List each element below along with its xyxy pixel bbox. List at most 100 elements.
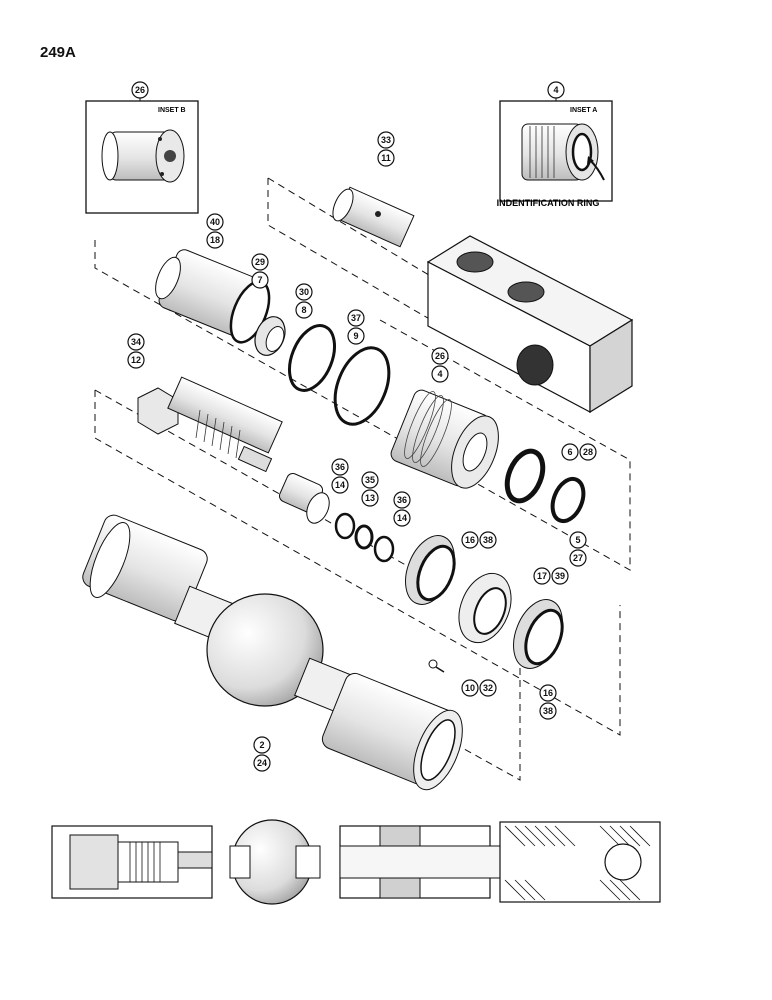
svg-text:16: 16 — [543, 688, 553, 698]
callout-number: 39 — [551, 567, 569, 585]
callout-number: 9 — [347, 327, 365, 345]
callout-number: 2 — [253, 736, 271, 754]
svg-text:5: 5 — [575, 535, 580, 545]
callout-number: 4 — [431, 365, 449, 383]
callout-number: 16 — [461, 531, 479, 549]
callout-number: 38 — [539, 702, 557, 720]
page-title: 249A — [40, 44, 76, 61]
inset-b: INSET B — [85, 90, 199, 214]
svg-text:38: 38 — [483, 535, 493, 545]
callout-number: 26 — [431, 347, 449, 365]
callout-pair: 40 18 — [206, 213, 224, 249]
part-washer-36b — [373, 535, 395, 563]
callout-number: 18 — [206, 231, 224, 249]
svg-text:17: 17 — [537, 571, 547, 581]
svg-text:8: 8 — [301, 305, 306, 315]
svg-text:26: 26 — [135, 85, 145, 95]
svg-text:34: 34 — [131, 337, 141, 347]
svg-text:29: 29 — [255, 257, 265, 267]
part-seal-5 — [550, 476, 586, 524]
part-packing-16b — [513, 599, 564, 669]
callout-number: 38 — [479, 531, 497, 549]
svg-text:24: 24 — [257, 758, 267, 768]
inset-a: INSET A INDENTIFICATION RING — [497, 90, 613, 208]
callout-number: 7 — [251, 271, 269, 289]
callout-number: 14 — [393, 509, 411, 527]
inset-a-gland-drawing — [521, 123, 605, 181]
svg-text:26: 26 — [435, 351, 445, 361]
callout-pair: 34 12 — [127, 333, 145, 369]
part-o-ring-30 — [288, 324, 336, 392]
part-piston-rod — [137, 376, 283, 473]
svg-text:36: 36 — [397, 495, 407, 505]
svg-text:11: 11 — [381, 153, 391, 163]
inset-b-label: INSET B — [158, 107, 186, 114]
svg-text:27: 27 — [573, 553, 583, 563]
part-screw — [428, 659, 445, 673]
part-washer-36a — [334, 512, 356, 540]
svg-text:7: 7 — [257, 275, 262, 285]
callout-number: 33 — [377, 131, 395, 149]
callout-number: 10 — [461, 679, 479, 697]
inset-a-callout: 4 — [547, 81, 565, 99]
inset-b-piston-drawing — [101, 129, 185, 183]
svg-text:4: 4 — [553, 85, 558, 95]
callout-number: 8 — [295, 301, 313, 319]
svg-text:9: 9 — [353, 331, 358, 341]
svg-text:16: 16 — [465, 535, 475, 545]
callout-number: 35 — [361, 471, 379, 489]
callout-pair: 2 24 — [253, 736, 271, 772]
callout-number: 36 — [393, 491, 411, 509]
callout-number: 13 — [361, 489, 379, 507]
part-piston — [390, 389, 499, 489]
part-barrel — [82, 514, 463, 791]
svg-text:2: 2 — [259, 740, 264, 750]
callout-number: 36 — [331, 458, 349, 476]
callout-number: 24 — [253, 754, 271, 772]
callout-number: 40 — [206, 213, 224, 231]
callout-number: 30 — [295, 283, 313, 301]
svg-text:37: 37 — [351, 313, 361, 323]
svg-text:38: 38 — [543, 706, 553, 716]
callout-pair: 5 27 — [569, 531, 587, 567]
callout-number: 11 — [377, 149, 395, 167]
callout-pair: 29 7 — [251, 253, 269, 289]
callout-number: 34 — [127, 333, 145, 351]
callout-number: 16 — [539, 684, 557, 702]
svg-text:40: 40 — [210, 217, 220, 227]
callout-number: 17 — [533, 567, 551, 585]
svg-text:13: 13 — [365, 493, 375, 503]
svg-text:4: 4 — [437, 369, 442, 379]
part-packing-16a — [405, 535, 456, 605]
svg-text:10: 10 — [465, 683, 475, 693]
callout-number: 6 — [561, 443, 579, 461]
inset-b-callout: 26 — [131, 81, 149, 99]
part-rod-pin — [332, 186, 415, 248]
svg-text:18: 18 — [210, 235, 220, 245]
callout-number: 32 — [479, 679, 497, 697]
svg-text:12: 12 — [131, 355, 141, 365]
callout-number: 27 — [569, 549, 587, 567]
svg-text:32: 32 — [483, 683, 493, 693]
svg-text:14: 14 — [397, 513, 407, 523]
part-gland — [155, 249, 271, 344]
callout-number: 14 — [331, 476, 349, 494]
callout-pair: 10 32 — [461, 679, 497, 697]
svg-text:14: 14 — [335, 480, 345, 490]
callout-pair: 308 — [295, 283, 313, 319]
svg-text:33: 33 — [381, 135, 391, 145]
callout-number: 12 — [127, 351, 145, 369]
part-seal-6 — [504, 448, 546, 504]
callout-pair: 36 14 — [393, 491, 411, 527]
callout-number: 5 — [569, 531, 587, 549]
callout-pair: 33 11 — [377, 131, 395, 167]
callout-pair: 26 4 — [431, 347, 449, 383]
